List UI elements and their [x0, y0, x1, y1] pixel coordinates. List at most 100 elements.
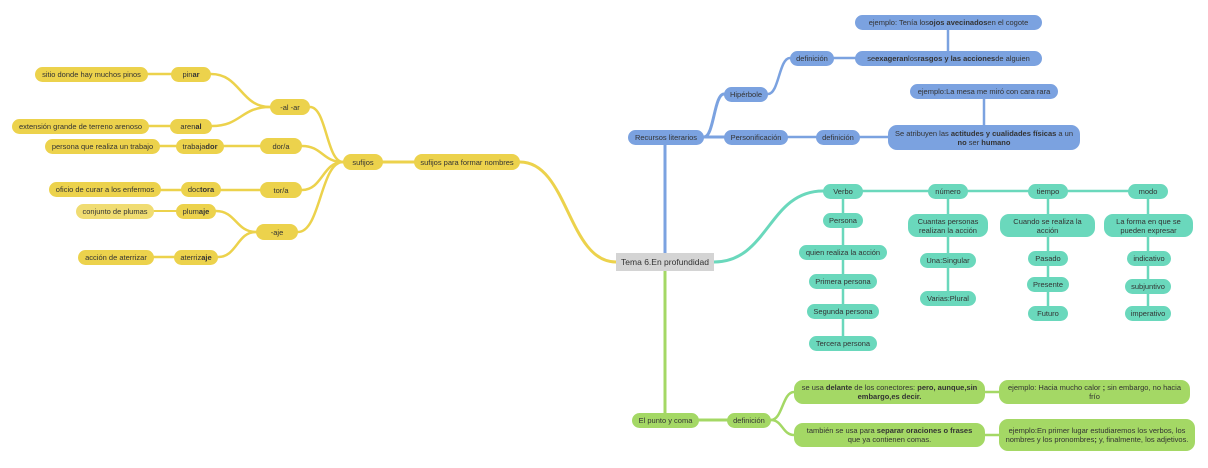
uso1-c: de los conectores: — [852, 383, 918, 392]
numero-plural-node[interactable]: Varias:Plural — [920, 291, 976, 306]
def-pinar-node[interactable]: sitio donde hay muchos pinos — [35, 67, 148, 82]
tiempo-presente-node[interactable]: Presente — [1027, 277, 1069, 292]
word-trabajador-suffix: dor — [205, 142, 218, 151]
word-plumaje-pre: plum — [182, 207, 199, 216]
ej2-b: ; — [1094, 435, 1097, 444]
persona-segunda-node[interactable]: Segunda persona — [807, 304, 879, 319]
persona-primera-node[interactable]: Primera persona — [809, 274, 877, 289]
numero-node[interactable]: número — [928, 184, 968, 199]
personificacion-definicion-node[interactable]: definición — [816, 130, 860, 145]
hiperbole-node[interactable]: Hipérbole — [724, 87, 768, 102]
modo-imperativo-node[interactable]: imperativo — [1125, 306, 1171, 321]
punto-coma-ejemplo2-node[interactable]: ejemplo:En primer lugar estudiaremos los… — [999, 419, 1195, 451]
word-arenal-suffix: al — [195, 122, 202, 131]
hiperbole-def-e: de alguien — [995, 54, 1030, 63]
word-pinar-pre: pin — [182, 70, 193, 79]
personificacion-def-f: humano — [981, 137, 1011, 147]
link-root-sufijos-sub — [518, 160, 618, 264]
tiempo-pasado-node[interactable]: Pasado — [1028, 251, 1068, 266]
personificacion-def-c: a un — [1056, 128, 1074, 138]
punto-coma-uso1-node[interactable]: se usa delante de los conectores: pero, … — [794, 380, 985, 404]
hiperbole-def-a: se — [867, 54, 876, 63]
hiperbole-def-c: los — [908, 54, 918, 63]
link-sufijos-aje — [296, 160, 345, 234]
hiperbole-ej-b: ojos avecinados — [929, 18, 988, 27]
hiperbole-def-d: rasgos y las acciones — [917, 54, 996, 63]
ej2-c: y, finalmente, los adjetivos. — [1096, 435, 1189, 444]
link-sufijos-al — [308, 105, 345, 164]
word-aterrizaje-pre: aterriz — [180, 253, 202, 262]
tiempo-desc-node[interactable]: Cuando se realiza la acción — [1000, 214, 1095, 237]
recursos-literarios-node[interactable]: Recursos literarios — [628, 130, 704, 145]
link-al-pinar — [209, 72, 272, 109]
link-sufijos-tor — [300, 160, 345, 192]
ej1-a: ejemplo: Hacia mucho calor — [1007, 383, 1103, 392]
def-doctora-node[interactable]: oficio de curar a los enfermos — [49, 182, 161, 197]
def-arenal-node[interactable]: extensión grande de terreno arenoso — [12, 119, 149, 134]
sufijos-node[interactable]: sufijos — [343, 154, 383, 170]
uso1-a: se usa — [801, 383, 826, 392]
personificacion-def-b: actitudes y cualidades físicas — [950, 128, 1057, 138]
ej1-c: sin embargo, no hacia frío — [1089, 383, 1182, 401]
numero-singular-node[interactable]: Una:Singular — [920, 253, 976, 268]
uso2-a: también se usa para — [806, 426, 877, 435]
link-aje-plumaje — [214, 209, 258, 234]
punto-coma-ejemplo1-node[interactable]: ejemplo: Hacia mucho calor ; sin embargo… — [999, 380, 1190, 404]
modo-node[interactable]: modo — [1128, 184, 1168, 199]
def-aterrizaje-node[interactable]: acción de aterrizar — [78, 250, 154, 265]
persona-tercera-node[interactable]: Tercera persona — [809, 336, 877, 351]
hiperbole-def-text-node[interactable]: se exageran los rasgos y las acciones de… — [855, 51, 1042, 66]
personificacion-def-d: no — [957, 137, 967, 147]
hiperbole-definicion-node[interactable]: definición — [790, 51, 834, 66]
tiempo-futuro-node[interactable]: Futuro — [1028, 306, 1068, 321]
def-plumaje-node[interactable]: conjunto de plumas — [76, 204, 154, 219]
link-al-arenal — [210, 105, 272, 128]
personificacion-def-text-node[interactable]: Se atribuyen las actitudes y cualidades … — [888, 125, 1080, 150]
hiperbole-ej-a: ejemplo: Tenía los — [868, 18, 930, 27]
punto-coma-definicion-node[interactable]: definición — [727, 413, 771, 428]
link-recursos-hiperbole — [702, 92, 726, 139]
modo-desc-node[interactable]: La forma en que se pueden expresar — [1104, 214, 1193, 237]
personificacion-def-e: ser — [966, 137, 982, 147]
uso2-c: que ya contienen comas. — [847, 435, 932, 444]
suffix-dor-node[interactable]: dor/a — [260, 138, 302, 154]
punto-coma-uso2-node[interactable]: también se usa para separar oraciones o … — [794, 423, 985, 447]
suffix-tor-node[interactable]: tor/a — [260, 182, 302, 198]
word-pinar-suffix: ar — [192, 70, 200, 79]
persona-node[interactable]: Persona — [823, 213, 863, 228]
personificacion-def-a: Se atribuyen las — [894, 128, 951, 138]
suffix-al-ar-node[interactable]: -al -ar — [270, 99, 310, 115]
link-aje-aterrizaje — [216, 230, 258, 259]
uso1-d: pero, aunque,sin embargo,es decir. — [857, 383, 978, 401]
root-topic[interactable]: Tema 6.En profundidad — [616, 253, 714, 271]
suffix-aje-node[interactable]: -aje — [256, 224, 298, 240]
uso2-b: separar oraciones o frases — [876, 426, 973, 435]
tiempo-node[interactable]: tiempo — [1028, 184, 1068, 199]
personificacion-ejemplo-node[interactable]: ejemplo:La mesa me miró con cara rara — [910, 84, 1058, 99]
link-definicion-uso2 — [769, 418, 796, 437]
punto-coma-node[interactable]: El punto y coma — [632, 413, 699, 428]
modo-subjuntivo-node[interactable]: subjuntivo — [1125, 279, 1171, 294]
persona-desc-node[interactable]: quien realiza la acción — [799, 245, 887, 260]
ej1-b: ; — [1102, 383, 1106, 392]
word-doctora-suffix: tora — [199, 185, 215, 194]
uso1-b: delante — [825, 383, 853, 392]
personificacion-node[interactable]: Personificación — [724, 130, 788, 145]
word-doctora-pre: doc — [187, 185, 200, 194]
numero-desc-node[interactable]: Cuantas personas realizan la acción — [908, 214, 988, 237]
word-arenal-pre: aren — [180, 122, 196, 131]
def-trabajador-node[interactable]: persona que realiza un trabajo — [45, 139, 160, 154]
word-trabajador-pre: trabaja — [182, 142, 206, 151]
hiperbole-ejemplo-node[interactable]: ejemplo: Tenía los ojos avecinados en el… — [855, 15, 1042, 30]
word-aterrizaje-suffix: aje — [201, 253, 212, 262]
verbo-node[interactable]: Verbo — [823, 184, 863, 199]
modo-indicativo-node[interactable]: indicativo — [1127, 251, 1171, 266]
sufijos-formar-nombres-node[interactable]: sufijos para formar nombres — [414, 154, 520, 170]
